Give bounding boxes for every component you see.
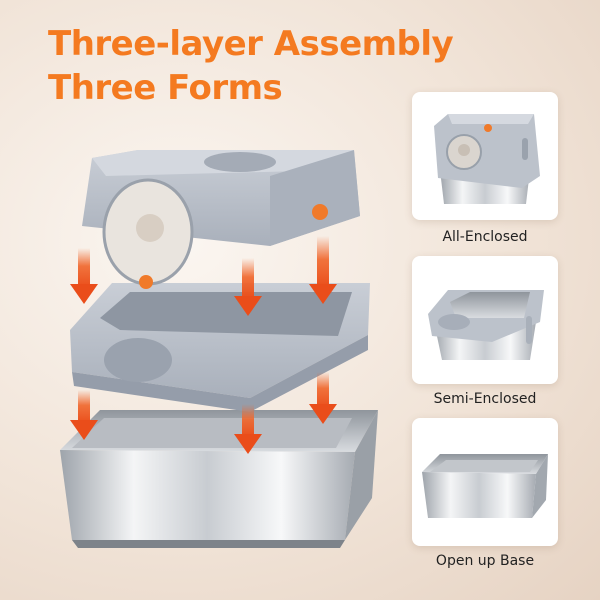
arrow-frame-to-base-right: [309, 372, 337, 424]
all-enclosed-image: [434, 114, 540, 204]
form-card-open-up-base: [412, 418, 558, 546]
headline: Three-layer Assembly Three Forms: [48, 22, 454, 110]
label-semi-enclosed: Semi-Enclosed: [433, 391, 537, 407]
assembly-arrows: [70, 236, 337, 454]
open-up-base-image: [422, 454, 548, 518]
arrow-frame-to-base-center: [234, 404, 262, 454]
label-open-up-base: Open up Base: [435, 553, 535, 569]
semi-enclosed-image: [428, 290, 544, 360]
arrow-frame-to-base-left: [70, 390, 98, 440]
label-all-enclosed: All-Enclosed: [442, 229, 528, 245]
form-card-semi-enclosed: [412, 256, 558, 384]
exploded-assembly-illustration: [60, 150, 378, 548]
headline-line-2: Three Forms: [48, 68, 283, 108]
arrow-cover-to-frame-center: [234, 258, 262, 316]
middle-frame-layer: [70, 283, 370, 412]
arrow-cover-to-frame-right: [309, 236, 337, 304]
headline-line-1: Three-layer Assembly: [48, 24, 454, 64]
steel-base-tray: [60, 410, 378, 548]
form-card-all-enclosed: [412, 92, 558, 220]
arrow-cover-to-frame-left: [70, 248, 98, 304]
top-cover-layer: [82, 150, 360, 289]
